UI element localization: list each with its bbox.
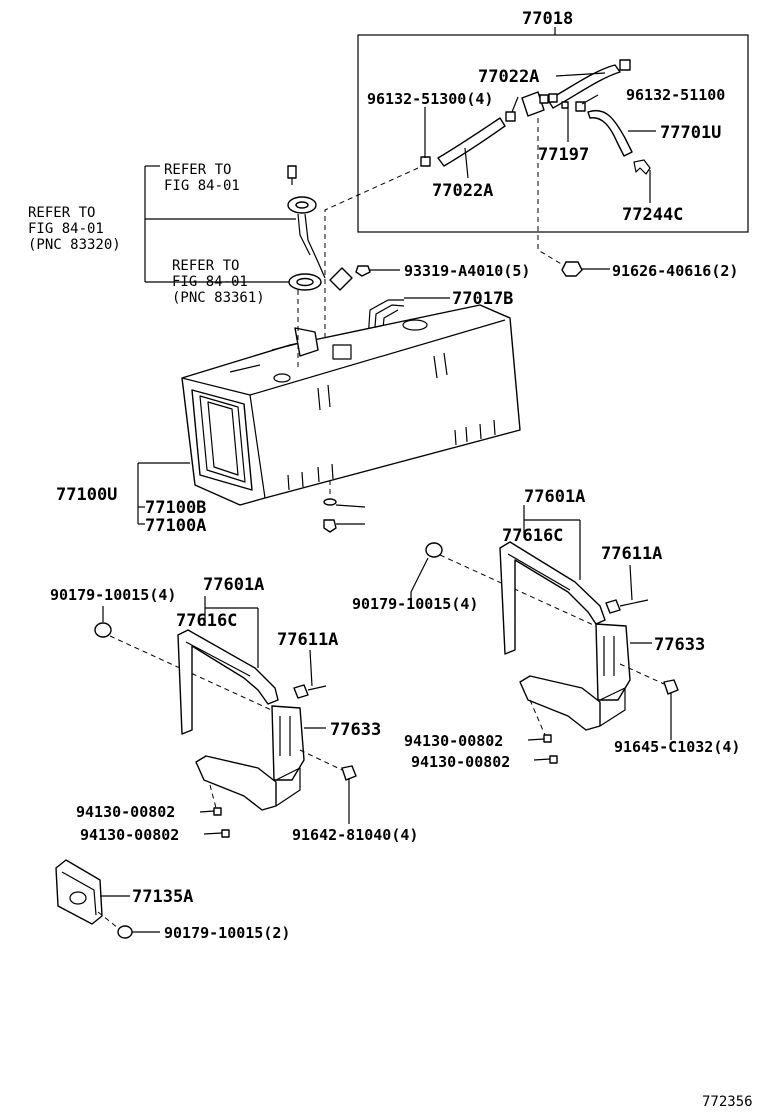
callout-96132-51100: 96132-51100: [626, 86, 725, 104]
callout-90179-2: 90179-10015(2): [164, 924, 290, 942]
refer-2-line3: (PNC 83320): [28, 237, 121, 253]
refer-1-line1: REFER TO: [164, 162, 231, 178]
callout-93319: 93319-A4010(5): [404, 262, 530, 280]
drain-plug-77100a: [323, 519, 365, 533]
callout-77701u: 77701U: [660, 123, 721, 143]
vent-hose-77022a-upper: [547, 59, 631, 109]
float-part: [329, 267, 353, 291]
callout-77197: 77197: [538, 145, 589, 165]
callout-left-77611a: 77611A: [277, 630, 338, 650]
callout-91626: 91626-40616(2): [612, 262, 738, 280]
callout-right-77616c: 77616C: [502, 526, 563, 546]
callout-77017b: 77017B: [452, 289, 513, 309]
fuel-tank-77100u: [181, 304, 521, 506]
callout-right-77633: 77633: [654, 635, 705, 655]
bolt-91626: [561, 261, 610, 277]
refer-1-line2: FIG 84-01: [164, 178, 240, 194]
callout-77100a: 77100A: [145, 516, 206, 536]
right-strap-assembly: [410, 505, 679, 764]
tank-protector-77135a: [55, 859, 160, 939]
refer-3-line3: (PNC 83361): [172, 290, 265, 306]
vent-hose-assembly-box: [357, 27, 749, 233]
callout-right-94130-b: 94130-00802: [411, 753, 510, 771]
callout-77018: 77018: [522, 9, 573, 29]
callout-77100b: 77100B: [145, 498, 206, 518]
fuel-sender-gauge: [287, 165, 326, 279]
vent-hose-77022a-lower: [420, 111, 516, 167]
callout-77022a-top: 77022A: [478, 67, 539, 87]
dashed-lead-91626: [537, 118, 569, 269]
left-strap-assembly: [94, 596, 357, 838]
callout-77135a: 77135A: [132, 887, 193, 907]
sender-gasket: [288, 273, 322, 291]
callout-right-77611a: 77611A: [601, 544, 662, 564]
callout-left-91642: 91642-81040(4): [292, 826, 418, 844]
diagram-id: 772356: [702, 1094, 753, 1110]
dashed-lead-vent: [324, 167, 419, 380]
callout-right-91645: 91645-C1032(4): [614, 738, 740, 756]
callout-96132-51300: 96132-51300(4): [367, 90, 493, 108]
callout-77100u: 77100U: [56, 485, 117, 505]
callout-left-94130-a: 94130-00802: [76, 803, 175, 821]
drain-gasket-77100b: [323, 498, 366, 508]
refer-to-bracket: [144, 165, 296, 283]
refer-2-line2: FIG 84-01: [28, 221, 104, 237]
callout-right-90179: 90179-10015(4): [352, 595, 478, 613]
callout-left-77633: 77633: [330, 720, 381, 740]
callout-77022a-bottom: 77022A: [432, 181, 493, 201]
vent-valve-77197: [521, 91, 569, 117]
callout-left-90179: 90179-10015(4): [50, 586, 176, 604]
vent-hose-77701u: [575, 101, 633, 157]
tank-callout-bracket: [137, 462, 190, 525]
callout-right-77601a: 77601A: [524, 487, 585, 507]
callout-labels: 77018 77022A 96132-51300(4) 96132-51100 …: [28, 9, 753, 1110]
callout-left-77601a: 77601A: [203, 575, 264, 595]
callout-77244c: 77244C: [622, 205, 683, 225]
refer-2-line1: REFER TO: [28, 205, 95, 221]
screw-93319: [355, 265, 400, 277]
callout-left-94130-b: 94130-00802: [80, 826, 179, 844]
refer-3-line1: REFER TO: [172, 258, 239, 274]
callout-right-94130-a: 94130-00802: [404, 732, 503, 750]
box-leaders: [424, 72, 656, 203]
callout-left-77616c: 77616C: [176, 611, 237, 631]
refer-3-line2: FIG 84-01: [172, 274, 248, 290]
clamp-77244c: [633, 159, 651, 175]
